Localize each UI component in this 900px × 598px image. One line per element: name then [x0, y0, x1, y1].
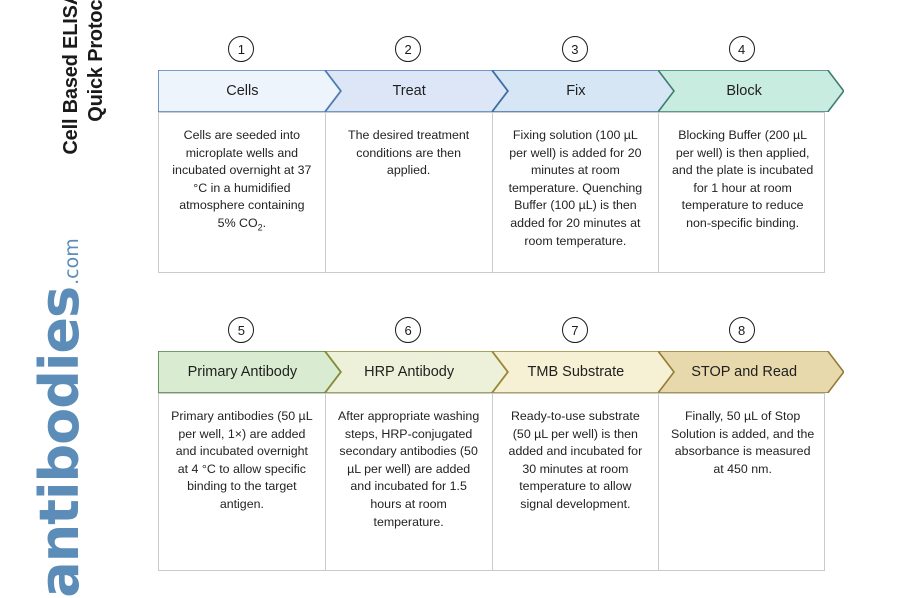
page-title-line-2: Quick Protocol — [85, 0, 107, 122]
step-description-text: Ready-to-use substrate (50 µL per well) … — [508, 409, 643, 512]
step-badge-8: 8 — [728, 317, 755, 343]
step-chevron-label: Fix — [566, 83, 586, 99]
step-badge-number: 2 — [404, 41, 412, 57]
antibodies-logo: antibodies .com — [28, 238, 103, 598]
step-badge-2: 2 — [395, 36, 422, 62]
step-description-text: The desired treatment conditions are the… — [348, 128, 470, 178]
step-description-cell-3: Fixing solution (100 µL per well) is add… — [493, 113, 660, 272]
chevron-shape — [491, 351, 675, 393]
step-chevron-7[interactable]: TMB Substrate — [491, 351, 675, 393]
step-chevrons-row-2: Primary Antibody HRP Antibody TMB Substrat… — [158, 351, 844, 393]
step-descriptions-row-2: Primary antibodies (50 µL per well, 1×) … — [158, 393, 825, 571]
protocol-row-2: 5 6 7 8 Primary Antibody HRP Antibody TMB Sub… — [158, 317, 844, 571]
step-badge-5: 5 — [228, 317, 255, 343]
chevron-shape — [491, 70, 675, 112]
step-description-text: Cells are seeded into microplate wells a… — [172, 128, 312, 233]
step-badge-number: 7 — [571, 322, 579, 338]
step-descriptions-row-1: Cells are seeded into microplate wells a… — [158, 112, 825, 273]
step-description-cell-4: Blocking Buffer (200 µL per well) is the… — [659, 113, 826, 272]
protocol-row-1: 1 2 3 4 Cells Treat Fix Block Cells are seeded… — [158, 36, 844, 273]
step-chevron-label: Cells — [226, 83, 259, 99]
step-description-text: Blocking Buffer (200 µL per well) is the… — [672, 128, 814, 231]
step-badge-number: 1 — [237, 41, 245, 57]
step-badge-3: 3 — [561, 36, 588, 62]
step-badge-7: 7 — [561, 317, 588, 343]
step-chevron-6[interactable]: HRP Antibody — [324, 351, 508, 393]
step-description-text: Primary antibodies (50 µL per well, 1×) … — [171, 409, 313, 512]
step-chevron-label: TMB Substrate — [527, 364, 625, 380]
step-badge-6: 6 — [395, 317, 422, 343]
page-title: Cell Based ELISA Kits Quick Protocol — [54, 0, 114, 178]
chevron-shape — [324, 351, 508, 393]
step-chevron-label: Treat — [392, 83, 426, 99]
step-badge-number: 8 — [738, 322, 746, 338]
step-chevron-3[interactable]: Fix — [491, 70, 675, 112]
step-chevrons-row-1: Cells Treat Fix Block — [158, 70, 844, 112]
step-description-text: Fixing solution (100 µL per well) is add… — [508, 128, 643, 248]
step-badges-row-1: 1 2 3 4 — [158, 36, 844, 70]
step-description-cell-7: Ready-to-use substrate (50 µL per well) … — [493, 394, 660, 570]
step-badge-number: 3 — [571, 41, 579, 57]
step-chevron-label: Primary Antibody — [187, 364, 298, 380]
step-description-text: After appropriate washing steps, HRP-con… — [338, 409, 480, 529]
chevron-shape — [658, 70, 844, 112]
step-badge-1: 1 — [228, 36, 255, 62]
logo-wordmark: antibodies — [28, 286, 91, 598]
step-chevron-8[interactable]: STOP and Read — [658, 351, 844, 393]
step-description-text: Finally, 50 µL of Stop Solution is added… — [670, 409, 815, 476]
page-title-line-1: Cell Based ELISA Kits — [60, 0, 82, 155]
step-badge-number: 6 — [404, 322, 412, 338]
step-badges-row-2: 5 6 7 8 — [158, 317, 844, 351]
step-chevron-label: HRP Antibody — [364, 364, 455, 380]
step-badge-number: 4 — [738, 41, 746, 57]
step-chevron-4[interactable]: Block — [658, 70, 844, 112]
step-chevron-label: STOP and Read — [691, 364, 798, 380]
step-description-cell-1: Cells are seeded into microplate wells a… — [159, 113, 326, 272]
chevron-shape — [324, 70, 508, 112]
step-description-cell-5: Primary antibodies (50 µL per well, 1×) … — [159, 394, 326, 570]
step-description-cell-6: After appropriate washing steps, HRP-con… — [326, 394, 493, 570]
step-description-cell-2: The desired treatment conditions are the… — [326, 113, 493, 272]
step-badge-number: 5 — [237, 322, 245, 338]
chevron-shape — [658, 351, 844, 393]
step-chevron-5[interactable]: Primary Antibody — [158, 351, 341, 393]
step-chevron-2[interactable]: Treat — [324, 70, 508, 112]
step-description-cell-8: Finally, 50 µL of Stop Solution is added… — [659, 394, 826, 570]
logo-tld: .com — [61, 238, 83, 285]
step-chevron-1[interactable]: Cells — [158, 70, 341, 112]
step-badge-4: 4 — [728, 36, 755, 62]
step-chevron-label: Block — [726, 83, 762, 99]
